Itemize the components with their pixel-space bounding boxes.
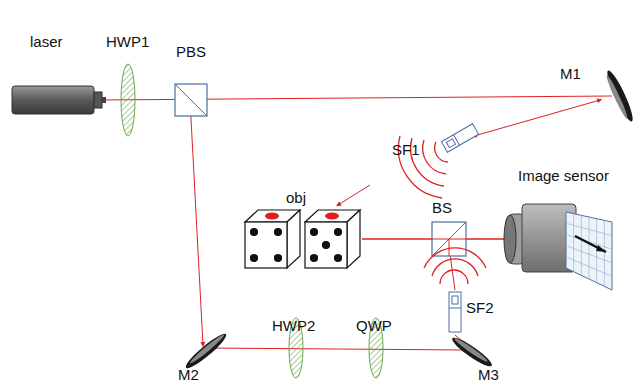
component-label: laser (30, 34, 63, 51)
component-label: M2 (178, 367, 199, 384)
component-label: Image sensor (518, 168, 609, 185)
component-label: SF1 (392, 142, 420, 159)
spatial-filter (441, 124, 478, 152)
component-label: PBS (176, 44, 206, 61)
component-label: QWP (356, 318, 392, 335)
spatial-filter (449, 292, 461, 332)
object-label: obj (286, 190, 306, 207)
component-label: HWP2 (272, 318, 315, 335)
laser-source (12, 86, 106, 114)
object-dice (245, 210, 360, 268)
component-label: SF2 (466, 300, 494, 317)
object-beam (338, 185, 370, 205)
object-beam (474, 100, 600, 136)
mirror (183, 330, 229, 371)
wavefronts (424, 248, 486, 284)
component-label: BS (432, 200, 452, 217)
mirror (449, 334, 494, 370)
reference-beam (190, 100, 203, 345)
object-beam (362, 239, 520, 240)
half-wave-plate (121, 64, 135, 136)
component-label: M1 (560, 66, 581, 83)
reference-beam (208, 348, 466, 350)
mirror (604, 69, 636, 124)
polarizing-beam-splitter (175, 84, 207, 116)
sensor-plane (566, 212, 612, 290)
camera (504, 204, 576, 272)
component-label: M3 (478, 367, 499, 384)
component-label: HWP1 (106, 34, 149, 51)
